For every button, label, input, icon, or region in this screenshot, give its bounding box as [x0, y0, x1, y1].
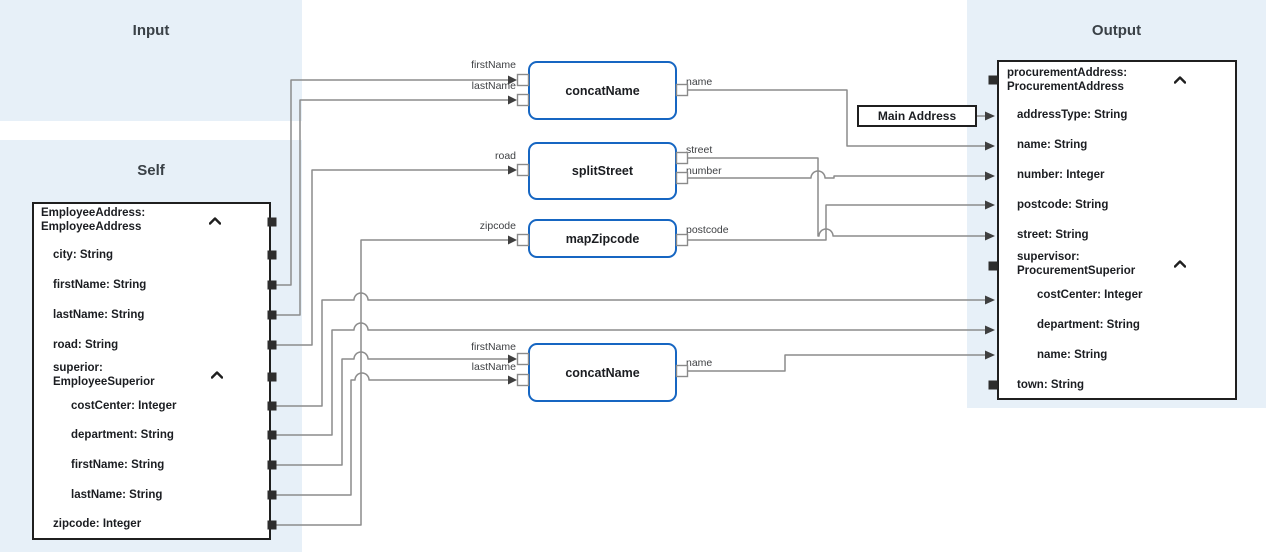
input-port[interactable] [516, 73, 530, 87]
tree-item-addresstype[interactable]: addressType: String [1017, 109, 1128, 121]
wire-street-to-output-street[interactable] [687, 157, 986, 237]
input-port[interactable] [516, 352, 530, 366]
chevron-up-icon[interactable] [1174, 260, 1186, 268]
transform-splitstreet[interactable]: splitStreet [528, 142, 677, 200]
input-port[interactable] [516, 93, 530, 107]
tree-item-town[interactable]: town: String [1017, 379, 1085, 391]
port-label-firstname: firstName [471, 341, 516, 353]
tree-item-firstname[interactable]: firstName: String [53, 279, 147, 291]
tree-item-procurementaddress[interactable]: procurementAddress: ProcurementAddress [1007, 67, 1128, 93]
tree-item-supervisor[interactable]: supervisor: ProcurementSuperior [1017, 251, 1136, 277]
port-label-postcode: postcode [686, 224, 729, 236]
output-panel-title: Output [1091, 22, 1142, 39]
transform-label: splitStreet [571, 164, 634, 178]
wire-zipcode-to-mapzipcode[interactable] [272, 239, 509, 526]
tree-item-superior-costcenter[interactable]: costCenter: Integer [71, 400, 177, 412]
port-label-name: name [686, 76, 713, 88]
self-schema-box: EmployeeAddress: EmployeeAddress city: S… [32, 202, 271, 540]
chevron-up-icon[interactable] [211, 371, 223, 379]
tree-item-number[interactable]: number: Integer [1017, 169, 1105, 181]
chevron-up-icon[interactable] [209, 217, 221, 225]
wire-number-to-output-number[interactable] [687, 170, 986, 179]
tree-item-street[interactable]: street: String [1017, 229, 1089, 241]
wire-postcode-to-output-postcode[interactable] [687, 204, 986, 241]
wire-firstname-to-concatname1[interactable] [272, 79, 509, 286]
tree-item-road[interactable]: road: String [53, 339, 119, 351]
tree-item-name[interactable]: name: String [1017, 139, 1088, 151]
arrowhead-icon [508, 95, 517, 105]
transform-label: mapZipcode [565, 231, 640, 246]
port-label-firstname: firstName [471, 59, 516, 71]
transform-mapzipcode[interactable]: mapZipcode [528, 219, 677, 258]
port-label-road: road [494, 150, 516, 162]
main-address-label: Main Address [877, 109, 957, 123]
tree-item-superior[interactable]: superior: EmployeeSuperior [53, 362, 155, 388]
port-label-lastname: lastName [471, 361, 516, 373]
transform-concatname-1[interactable]: concatName [528, 61, 677, 120]
transform-concatname-2[interactable]: concatName [528, 343, 677, 402]
chevron-up-icon[interactable] [1174, 76, 1186, 84]
wire-lastname-to-concatname1[interactable] [272, 99, 509, 316]
input-port[interactable] [516, 163, 530, 177]
tree-item-superior-firstname[interactable]: firstName: String [71, 459, 165, 471]
input-panel-title: Input [132, 22, 170, 39]
wire-name-to-output-supervisor-name[interactable] [687, 354, 986, 372]
input-port[interactable] [516, 373, 530, 387]
tree-item-employeeaddress[interactable]: EmployeeAddress: EmployeeAddress [41, 207, 146, 233]
tree-item-zipcode[interactable]: zipcode: Integer [53, 518, 142, 530]
input-port[interactable] [516, 233, 530, 247]
tree-item-supervisor-name[interactable]: name: String [1037, 349, 1108, 361]
port-label-name: name [686, 357, 713, 369]
transform-label: concatName [565, 365, 640, 380]
main-address-box[interactable]: Main Address [857, 105, 977, 127]
port-label-lastname: lastName [471, 80, 516, 92]
port-label-number: number [686, 165, 722, 177]
port-label-zipcode: zipcode [479, 220, 516, 232]
tree-item-superior-lastname[interactable]: lastName: String [71, 489, 163, 501]
tree-item-supervisor-costcenter[interactable]: costCenter: Integer [1037, 289, 1143, 301]
arrowhead-icon [508, 165, 517, 175]
arrowhead-icon [508, 235, 517, 245]
self-panel-title: Self [137, 162, 165, 179]
tree-item-city[interactable]: city: String [53, 249, 114, 261]
wire-lastname-to-concatname2[interactable] [272, 372, 509, 496]
tree-item-postcode[interactable]: postcode: String [1017, 199, 1109, 211]
input-panel: Input [0, 0, 302, 121]
port-label-street: street [686, 144, 713, 156]
output-schema-box: procurementAddress: ProcurementAddress a… [997, 60, 1237, 400]
tree-item-superior-department[interactable]: department: String [71, 429, 174, 441]
arrowhead-icon [508, 375, 517, 385]
transform-label: concatName [565, 83, 640, 98]
tree-item-supervisor-department[interactable]: department: String [1037, 319, 1140, 331]
wire-road-to-splitstreet[interactable] [272, 169, 509, 346]
tree-item-lastname[interactable]: lastName: String [53, 309, 145, 321]
